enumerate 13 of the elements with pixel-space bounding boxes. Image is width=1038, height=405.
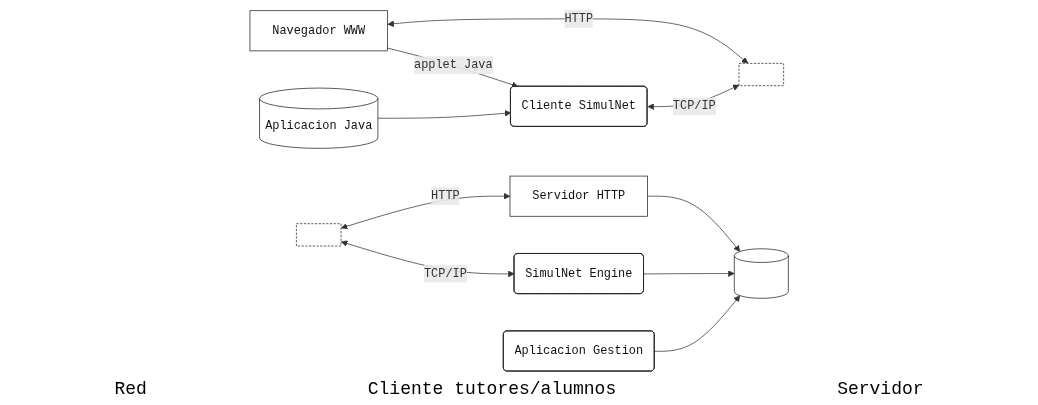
node-line — [738, 63, 784, 87]
edge-label: applet Java — [413, 58, 493, 72]
edge-label: TCP/IP — [672, 99, 716, 114]
node-box: Servidor HTTP — [509, 175, 648, 217]
edge-label: HTTP — [430, 189, 460, 203]
node-line — [295, 223, 342, 247]
edge-label: HTTP — [564, 12, 593, 26]
node-cylinder — [733, 248, 789, 299]
node-box: Navegador WWW — [249, 10, 388, 52]
section-label: Servidor — [837, 379, 924, 399]
section-label: Red — [114, 379, 147, 399]
section-label: Cliente tutores/alumnos — [367, 379, 617, 399]
edge-label: TCP/IP — [423, 266, 467, 281]
